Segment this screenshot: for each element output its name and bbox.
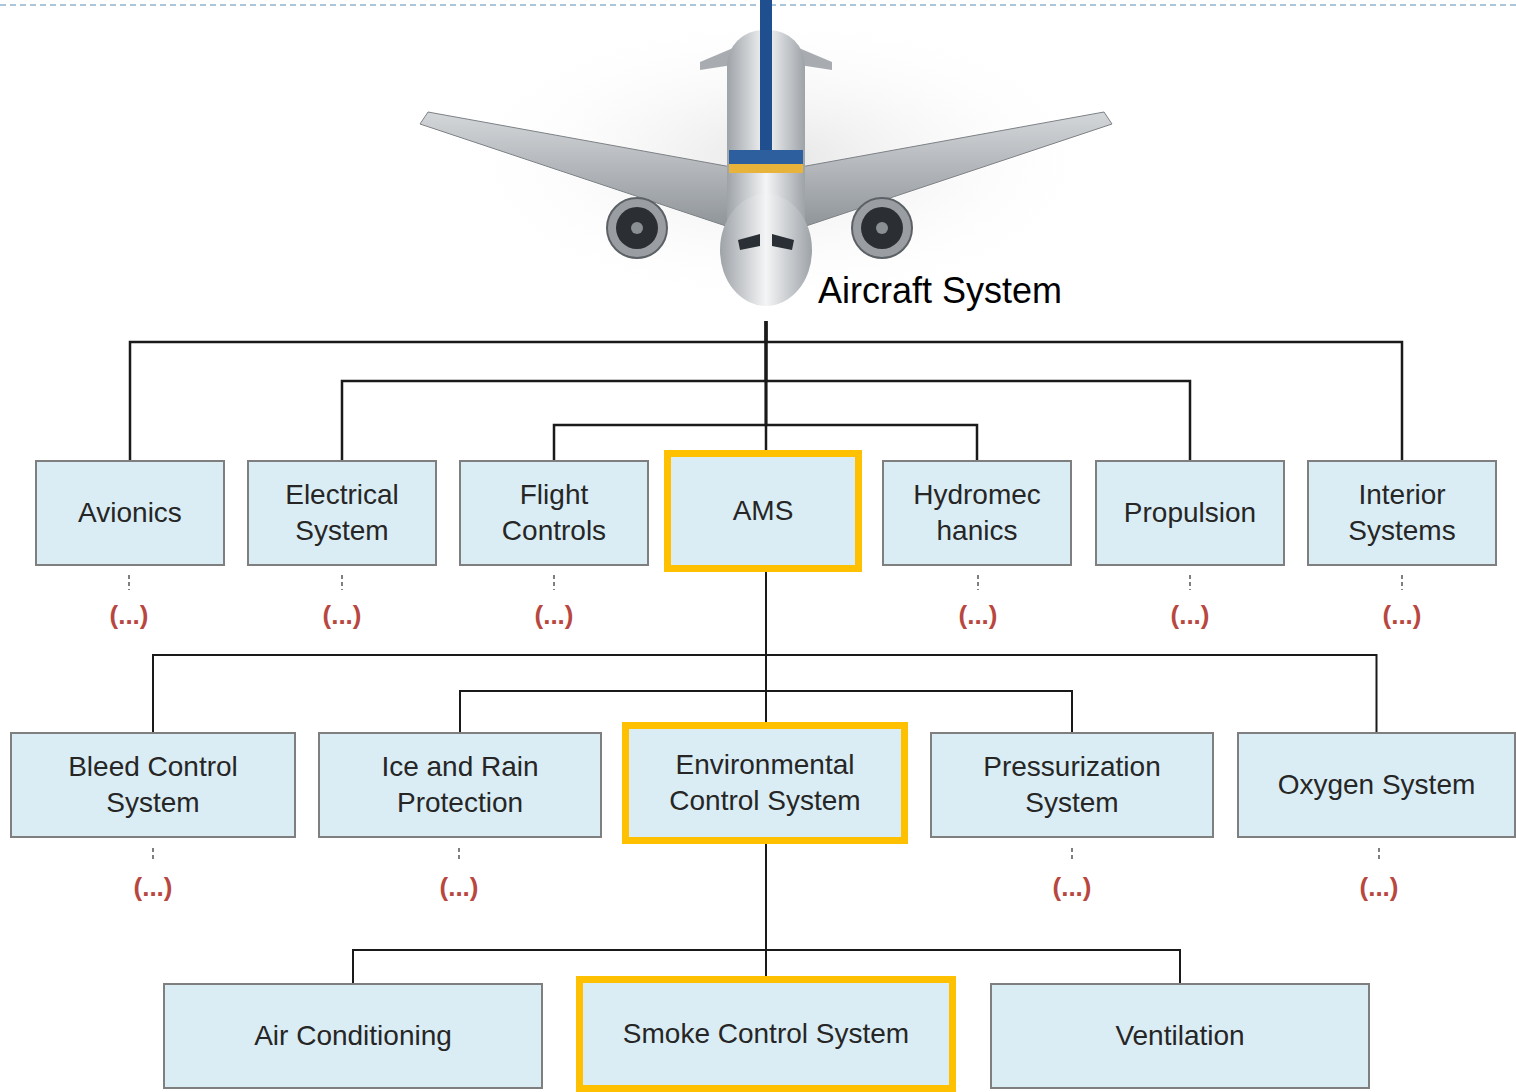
continuation-mark: (...): [1334, 872, 1424, 903]
hierarchy-connector: [766, 572, 1072, 732]
continuation-mark: (...): [933, 600, 1023, 631]
box-label: Ice and Rain Protection: [330, 749, 590, 821]
hierarchy-connector: [766, 844, 1180, 983]
tail-fin: [760, 0, 772, 150]
box-label: AMS: [733, 493, 794, 529]
livery-band: [729, 150, 803, 164]
box-label: Environmental Control System: [639, 747, 891, 819]
subsystem-box: Pressurization System: [930, 732, 1214, 838]
function-box: Ventilation: [990, 983, 1370, 1089]
left-engine-hub: [631, 222, 643, 234]
right-wing: [784, 112, 1112, 228]
hierarchy-connector: [153, 572, 766, 732]
left-wing: [420, 112, 748, 228]
system-box: Electrical System: [247, 460, 437, 566]
cockpit-window: [738, 234, 760, 250]
system-title: Aircraft System: [818, 268, 1062, 314]
tick: [1189, 575, 1191, 590]
continuation-mark: (...): [414, 872, 504, 903]
tick: [553, 575, 555, 590]
subsystem-box: Ice and Rain Protection: [318, 732, 602, 838]
tick: [152, 848, 154, 862]
box-label: Flight Controls: [471, 477, 637, 549]
continuation-mark: (...): [84, 600, 174, 631]
continuation-mark: (...): [509, 600, 599, 631]
tick: [1378, 848, 1380, 862]
right-engine: [852, 198, 912, 258]
system-box: Flight Controls: [459, 460, 649, 566]
box-label: Propulsion: [1124, 495, 1256, 531]
left-engine: [607, 198, 667, 258]
system-box: Avionics: [35, 460, 225, 566]
hierarchy-connector: [460, 572, 766, 732]
nose: [720, 194, 812, 306]
hierarchy-connector: [766, 572, 1377, 732]
tick: [977, 575, 979, 590]
continuation-mark: (...): [108, 872, 198, 903]
system-box: Interior Systems: [1307, 460, 1497, 566]
tick: [458, 848, 460, 862]
hierarchy-connector: [766, 321, 1402, 460]
box-label: Electrical System: [259, 477, 425, 549]
left-engine-fan: [616, 207, 658, 249]
continuation-mark: (...): [297, 600, 387, 631]
tick: [1401, 575, 1403, 590]
continuation-mark: (...): [1145, 600, 1235, 631]
system-box: Propulsion: [1095, 460, 1285, 566]
livery-stripe: [729, 164, 803, 173]
right-engine-hub: [876, 222, 888, 234]
box-label: Ventilation: [1115, 1018, 1244, 1054]
system-root-label: Aircraft System: [716, 262, 1126, 321]
highlighted-system-box: AMS: [664, 450, 862, 572]
box-label: Pressurization System: [942, 749, 1202, 821]
cockpit-window: [772, 234, 794, 250]
right-engine-fan: [861, 207, 903, 249]
tick: [341, 575, 343, 590]
box-label: Oxygen System: [1278, 767, 1476, 803]
tick: [128, 575, 130, 590]
highlighted-function-box: Smoke Control System: [576, 976, 956, 1092]
box-label: Bleed Control System: [22, 749, 284, 821]
tick: [1071, 848, 1073, 862]
box-label: Avionics: [78, 495, 182, 531]
continuation-mark: (...): [1027, 872, 1117, 903]
hierarchy-connector: [353, 844, 766, 983]
subsystem-box: Bleed Control System: [10, 732, 296, 838]
subsystem-box: Oxygen System: [1237, 732, 1516, 838]
hierarchy-connector: [554, 321, 766, 460]
box-label: Hydromec hanics: [894, 477, 1060, 549]
continuation-mark: (...): [1357, 600, 1447, 631]
function-box: Air Conditioning: [163, 983, 543, 1089]
top-rule: [0, 4, 1516, 6]
hierarchy-connector: [130, 321, 766, 460]
hierarchy-connector: [342, 321, 766, 460]
box-label: Smoke Control System: [623, 1016, 909, 1052]
highlighted-subsystem-box: Environmental Control System: [622, 722, 908, 844]
box-label: Interior Systems: [1319, 477, 1485, 549]
box-label: Air Conditioning: [254, 1018, 452, 1054]
system-box: Hydromec hanics: [882, 460, 1072, 566]
